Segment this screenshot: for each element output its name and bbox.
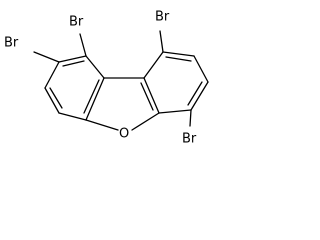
bond-c7-c6-double <box>187 81 203 106</box>
bond-c3-c4-double <box>49 87 63 109</box>
bond-o-c5a <box>131 112 160 131</box>
bond-c9-br <box>159 30 164 53</box>
bond-c1-c9b <box>85 55 105 79</box>
bond-c9-c8 <box>162 51 195 57</box>
bond-c4-c4a <box>58 112 87 121</box>
bond-c9a-c9 <box>143 51 164 79</box>
bromine-label-bottom-right: Br <box>182 132 197 147</box>
bond-c4a-c9b <box>85 77 105 121</box>
bond-c5a-c9a-double <box>140 82 154 111</box>
bond-c7-c6 <box>190 81 209 111</box>
right-benzene-ring <box>140 51 209 114</box>
structure-drawing: Br Br Br Br O <box>4 10 209 147</box>
bromine-label-top-right: Br <box>155 10 170 25</box>
bond-c9-c8-double <box>165 56 192 62</box>
left-benzene-ring <box>44 55 105 121</box>
bond-c8-c7 <box>193 55 209 83</box>
bond-c1-c2 <box>58 55 87 63</box>
bond-c2-c3 <box>44 61 60 89</box>
bond-c1-c2-double <box>62 60 85 67</box>
bond-c5a-c9a <box>143 77 160 114</box>
bond-c6-br <box>189 109 192 127</box>
molecule-canvas: Br Br Br Br O <box>0 0 247 154</box>
bond-c1-br <box>79 33 87 57</box>
furan-ring <box>85 77 160 131</box>
bromine-label-top-left: Br <box>69 15 84 30</box>
bond-c4a-o <box>85 119 119 131</box>
atom-labels: Br Br Br Br O <box>4 10 197 147</box>
bond-c4a-c9b-double <box>83 79 100 114</box>
oxygen-label: O <box>119 127 129 142</box>
substituent-bonds <box>33 30 192 127</box>
bromine-label-left: Br <box>4 36 19 51</box>
bond-c3-c4 <box>44 87 60 114</box>
bond-c2-br <box>33 51 60 63</box>
bond-c6-c5a <box>158 109 192 114</box>
